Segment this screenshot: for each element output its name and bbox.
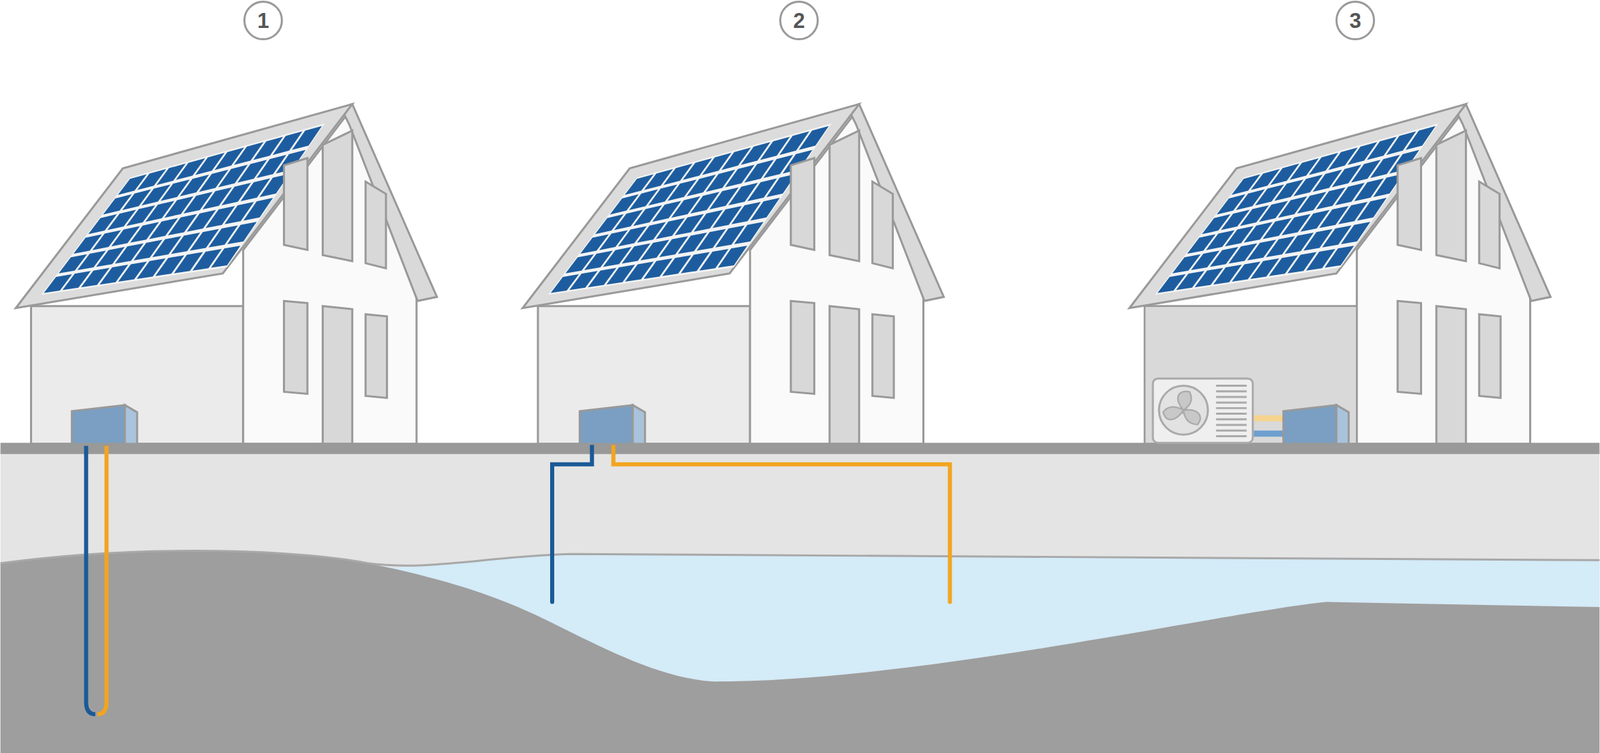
callout-number: 2: [792, 10, 805, 32]
warm-pipe: [613, 440, 951, 602]
bedrock: [0, 550, 1600, 753]
callout-circle: 3: [1335, 0, 1376, 41]
ground-line: [0, 442, 1600, 454]
callout-circle: 2: [779, 0, 819, 41]
grille-slat: [1216, 395, 1247, 398]
grille-slat: [1216, 429, 1247, 432]
cold-pipe: [552, 440, 592, 602]
grille-slat: [1216, 434, 1247, 437]
warm-pipe: [97, 445, 107, 714]
soil: [0, 448, 1600, 753]
outdoor-unit: [1152, 378, 1254, 443]
grille-slat: [1216, 384, 1247, 387]
grille-slat: [1216, 389, 1247, 392]
warm-line: [1253, 415, 1285, 422]
grille-slat: [1216, 406, 1247, 410]
cold-pipe: [85, 445, 95, 714]
callout-circle: 1: [243, 0, 283, 41]
callout-number: 1: [257, 10, 269, 32]
callout-number: 3: [1349, 10, 1361, 32]
soil-layer-line: [0, 550, 1600, 566]
cold-line: [1253, 430, 1285, 437]
grille-slat: [1216, 417, 1247, 420]
grille-slat: [1216, 424, 1247, 427]
grille-slat: [1216, 401, 1247, 404]
grille-slat: [1216, 412, 1247, 415]
